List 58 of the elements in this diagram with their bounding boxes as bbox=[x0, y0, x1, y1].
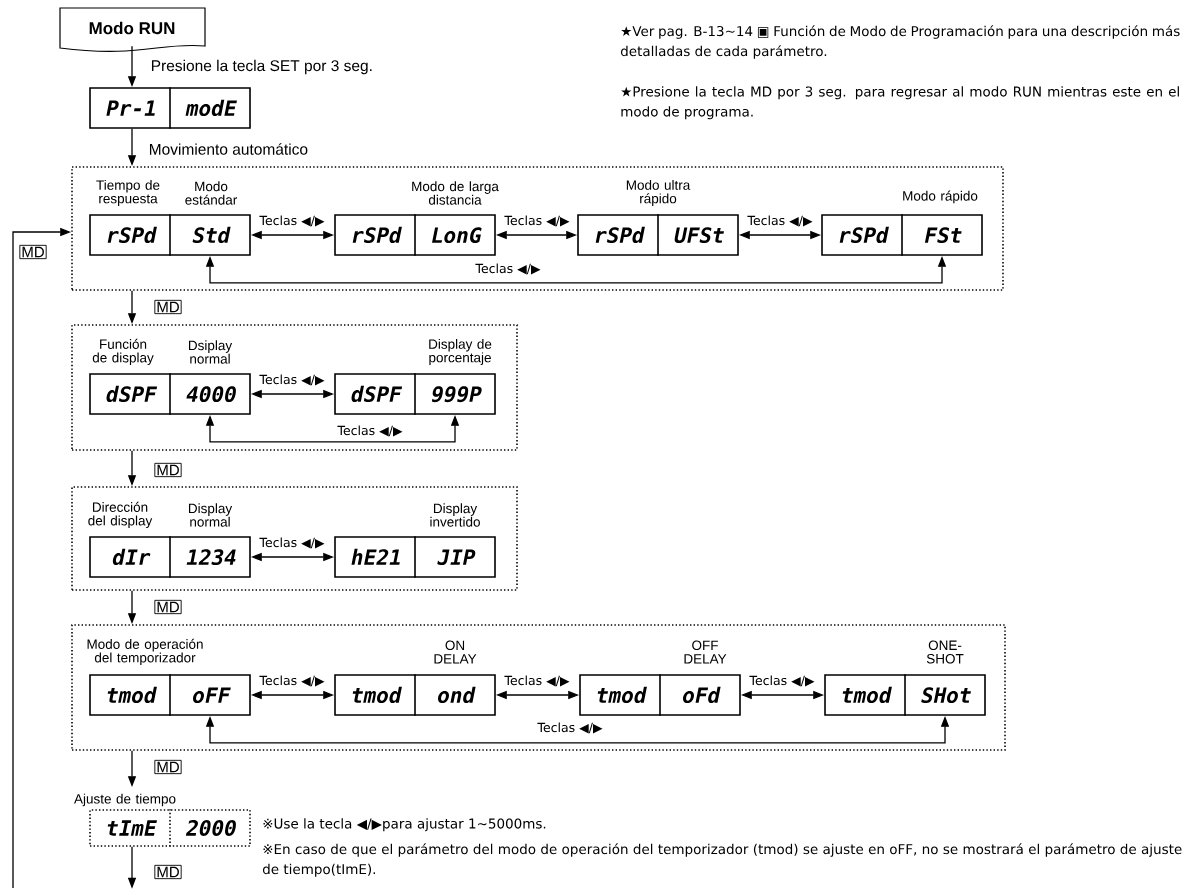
display-panel: dIr 1234 bbox=[89, 535, 251, 579]
key-label: MD bbox=[154, 759, 182, 775]
edge-label: Teclas ◀/▶ bbox=[748, 675, 816, 687]
document-box: Modo RUN bbox=[59, 7, 206, 52]
display-caption: Modo estándar bbox=[185, 181, 238, 205]
key-label: MD bbox=[154, 864, 182, 880]
edge-label: Teclas ◀/▶ bbox=[503, 215, 571, 227]
edge-label: Teclas ◀/▶ bbox=[258, 374, 326, 386]
display-caption: Display de porcentaje bbox=[429, 338, 492, 366]
note-text: ※En caso de que el parámetro del modo de operación del temporizador (tmod) se ajuste en oFF, no se mostrará el parámetro de ajuste de tiempo(tImE). bbox=[262, 843, 1182, 877]
display-panel: rSPd UFSt bbox=[577, 213, 739, 257]
edge-label: Teclas ◀/▶ bbox=[258, 675, 326, 687]
edge-label: Teclas ◀/▶ bbox=[536, 722, 604, 734]
display-panel: rSPd Std bbox=[89, 213, 251, 257]
display-caption: Modo de operación del temporizador bbox=[87, 638, 203, 666]
edge-label: Teclas ◀/▶ bbox=[258, 215, 326, 227]
display-panel: tmod SHot bbox=[824, 673, 986, 717]
display-caption: Ajuste de tiempo bbox=[74, 793, 176, 807]
note-text: ★Presione la tecla MD por 3 seg. para regresar al modo RUN mientras este en el modo de programa. bbox=[621, 86, 1179, 120]
display-panel: dSPF 4000 bbox=[89, 372, 251, 416]
edge-label: Presione la tecla SET por 3 seg. bbox=[150, 59, 374, 75]
note-text: ※Use la tecla ◀/▶para ajustar 1~5000ms. bbox=[263, 818, 546, 832]
dotted-group-frame bbox=[71, 486, 518, 591]
display-caption: Función de display bbox=[92, 338, 154, 366]
edge-label: Teclas ◀/▶ bbox=[474, 263, 542, 275]
display-caption: ON DELAY bbox=[434, 640, 477, 664]
display-caption: ONE-SHOT bbox=[926, 640, 964, 664]
key-label: MD bbox=[19, 244, 47, 260]
display-caption: OFF DELAY bbox=[684, 640, 727, 664]
dotted-group-frame bbox=[71, 324, 518, 451]
display-caption: Display invertido bbox=[430, 503, 480, 527]
display-panel: rSPd LonG bbox=[334, 213, 496, 257]
display-panel: Pr-1 modE bbox=[89, 86, 251, 130]
display-panel: tmod ond bbox=[334, 673, 496, 717]
display-panel: tImE 2000 bbox=[89, 808, 251, 848]
note-text: ★Ver pag. B-13~14 ▣ Función de Modo de Programación para una descripción más detalladas de cada parámetro. bbox=[620, 25, 1180, 59]
edge-label: Teclas ◀/▶ bbox=[336, 425, 404, 437]
display-panel: tmod oFd bbox=[579, 673, 741, 717]
display-caption: Modo de larga distancia bbox=[412, 181, 499, 205]
display-caption: Display normal bbox=[189, 503, 233, 527]
display-panel: dSPF 999P bbox=[334, 372, 496, 416]
display-caption: Modo rápido bbox=[903, 190, 978, 204]
display-caption: Modo ultra rápido bbox=[626, 179, 691, 207]
display-caption: Dsiplay normal bbox=[189, 340, 233, 364]
display-caption: Dirección del display bbox=[88, 501, 153, 529]
edge-label: Teclas ◀/▶ bbox=[746, 215, 814, 227]
display-panel: hE21 JIP bbox=[334, 535, 496, 579]
display-panel: tmod oFF bbox=[89, 673, 251, 717]
key-label: MD bbox=[154, 299, 182, 315]
display-caption: Tiempo de respuesta bbox=[96, 179, 160, 207]
edge-label: Teclas ◀/▶ bbox=[258, 537, 326, 549]
edge-label: Movimiento automático bbox=[148, 142, 309, 156]
dotted-group-frame bbox=[71, 624, 1006, 751]
key-label: MD bbox=[154, 599, 182, 615]
display-panel: rSPd FSt bbox=[821, 213, 983, 257]
edge-label: Teclas ◀/▶ bbox=[503, 675, 571, 687]
dotted-group-frame bbox=[71, 166, 1004, 291]
key-label: MD bbox=[154, 462, 182, 478]
